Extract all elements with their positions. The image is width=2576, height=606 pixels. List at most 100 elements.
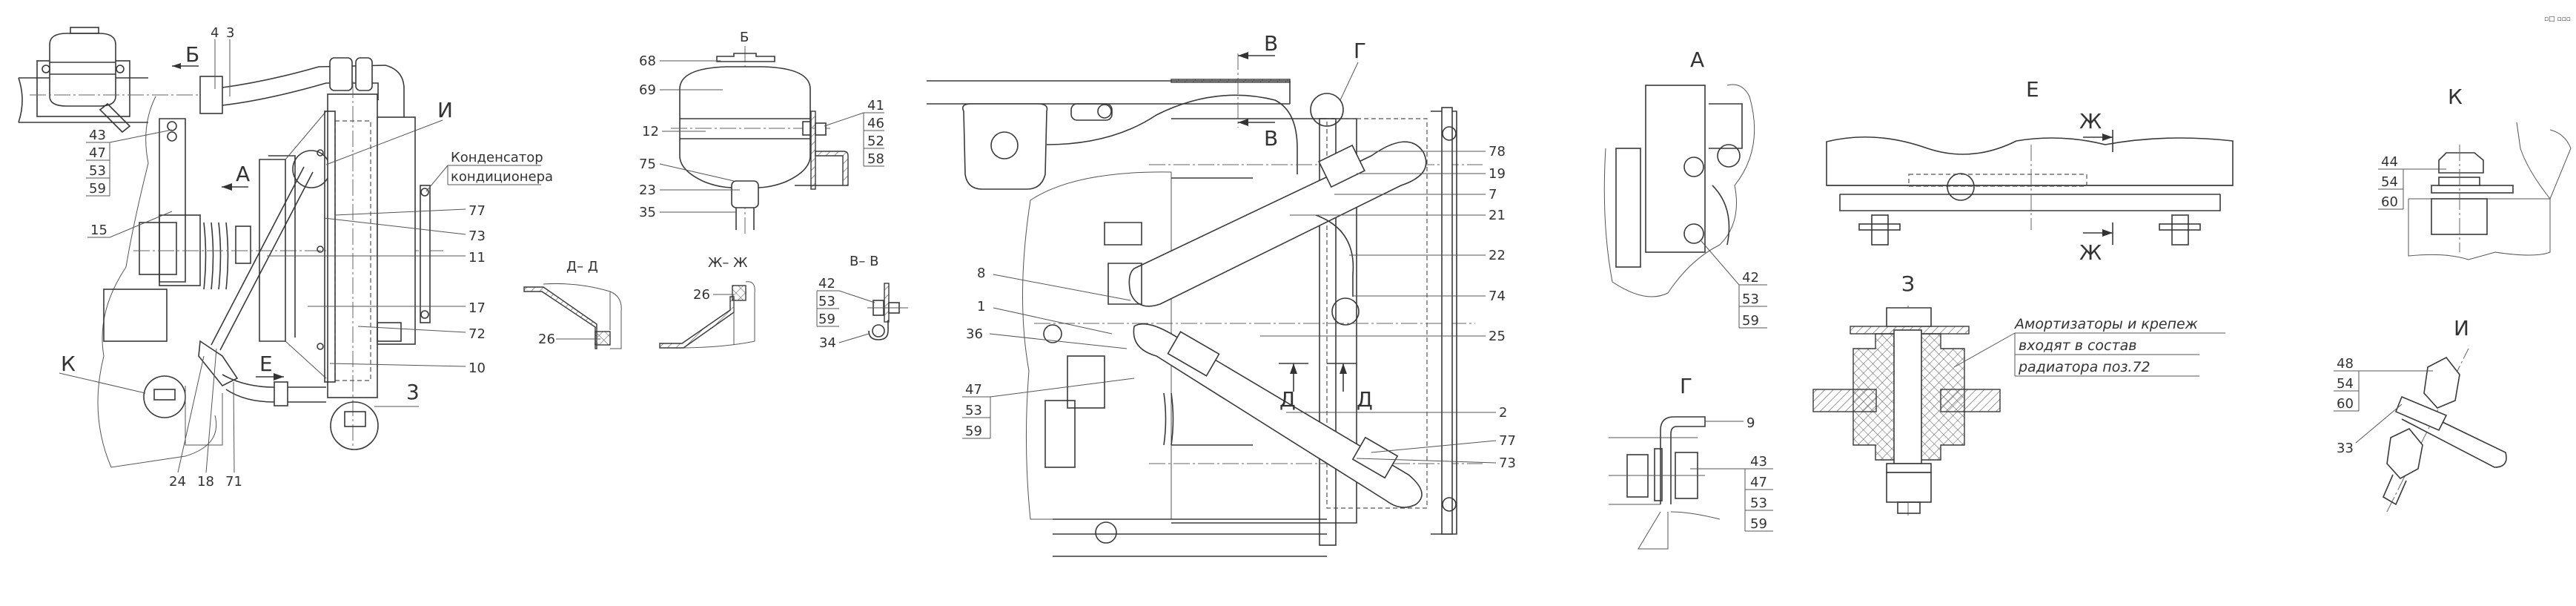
part-outline xyxy=(1858,223,1901,231)
part-outline xyxy=(49,33,116,107)
leader-line xyxy=(214,39,231,96)
callout-label: 43 xyxy=(1750,454,1767,470)
leader-line xyxy=(325,119,443,165)
part-outline xyxy=(317,149,324,157)
part-outline xyxy=(99,102,131,134)
part-outline xyxy=(1442,126,1457,141)
part-outline xyxy=(330,401,379,450)
leader-line xyxy=(1953,332,2225,377)
part-outline xyxy=(735,208,755,230)
leader-line xyxy=(1260,151,1497,464)
part-outline xyxy=(731,180,759,208)
part-outline xyxy=(1331,297,1360,326)
part-outline xyxy=(2401,404,2507,468)
view-a: А 42 53 59 xyxy=(1603,47,1767,329)
callout-label: кондиционера xyxy=(451,169,553,185)
leader-line xyxy=(838,333,870,343)
callout-label: 26 xyxy=(538,332,555,347)
callout-stack-43-59: 43 47 53 59 xyxy=(86,128,173,197)
part-outline xyxy=(1095,521,1117,544)
callout-label: 72 xyxy=(468,326,486,342)
part-outline xyxy=(659,296,735,349)
callout-label: 9 xyxy=(1746,415,1755,431)
label-69: 69 xyxy=(639,82,656,98)
callout-label: 59 xyxy=(1742,313,1759,329)
part-outline xyxy=(1318,144,1365,188)
callout-label: 78 xyxy=(1489,144,1506,159)
view-k: К 44 54 60 xyxy=(2378,85,2572,260)
main-bottom-labels: 24 18 71 xyxy=(169,348,242,490)
part-outline xyxy=(222,183,232,191)
part-outline xyxy=(198,340,239,387)
view-arrow-a: А xyxy=(236,162,250,186)
part-outline xyxy=(329,57,353,91)
part-outline xyxy=(1238,52,1248,126)
part-outline xyxy=(2423,356,2460,409)
part-outline xyxy=(1053,518,1327,557)
callout-stack-47-59-top: 47 53 59 xyxy=(962,378,1135,439)
callout-label: 42 xyxy=(818,276,835,292)
part-outline xyxy=(1128,141,1427,307)
part-outline xyxy=(355,57,373,91)
part-outline xyxy=(1046,94,1298,174)
leader-line xyxy=(185,386,223,446)
callout-label: 18 xyxy=(197,474,214,490)
part-outline xyxy=(167,121,177,131)
callout-label: 48 xyxy=(2337,356,2354,372)
part-outline xyxy=(42,65,50,73)
part-outline xyxy=(2386,428,2423,480)
main-right-labels: 77 73 11 17 72 10 xyxy=(267,203,486,376)
callout-label: 73 xyxy=(1499,455,1516,471)
callout-label: 11 xyxy=(468,250,486,266)
leader-line xyxy=(543,283,622,349)
leader-line xyxy=(1690,468,1773,532)
part-outline xyxy=(103,289,168,342)
part-outline xyxy=(868,320,889,340)
part-outline xyxy=(1163,392,1174,446)
part-outline xyxy=(2394,395,2448,432)
leader-line xyxy=(267,208,466,367)
callout-label: 47 xyxy=(89,145,106,161)
callout-label: 42 xyxy=(1742,270,1759,286)
callout-label: 47 xyxy=(965,382,982,398)
leader-line xyxy=(1701,240,1767,329)
part-outline xyxy=(172,63,181,69)
leader-line xyxy=(1340,62,1359,101)
callout-label: 47 xyxy=(1750,475,1767,490)
callout-label: 73 xyxy=(468,228,486,244)
callout-label: 19 xyxy=(1489,166,1506,182)
callout-label: 17 xyxy=(468,300,486,316)
part-outline xyxy=(1947,173,1975,201)
label-68: 68 xyxy=(639,53,656,69)
part-outline xyxy=(211,166,314,351)
part-outline xyxy=(420,310,429,319)
part-outline xyxy=(1097,104,1112,119)
part-outline xyxy=(1683,157,1704,177)
part-outline xyxy=(1826,136,2234,186)
part-outline xyxy=(884,283,890,323)
part-outline xyxy=(927,80,1291,105)
callout-label: 33 xyxy=(2337,441,2354,456)
part-outline xyxy=(595,331,611,346)
view-arrow-b: Б xyxy=(185,42,199,67)
part-outline xyxy=(1886,472,1932,503)
part-outline xyxy=(1615,148,1641,268)
part-outline xyxy=(716,53,775,62)
part-outline xyxy=(1104,222,1142,305)
view-e: Е Ж Ж xyxy=(1826,77,2234,265)
part-outline xyxy=(679,66,811,188)
marker-v-bottom: В xyxy=(1264,126,1278,151)
view-z: З Амортизаторы и крепеж входят в состав … xyxy=(1812,271,2225,516)
part-outline xyxy=(1654,448,1663,501)
leader-line xyxy=(59,372,146,394)
callout-label: 44 xyxy=(2381,154,2398,170)
part-outline xyxy=(153,389,176,401)
marker-g: Г xyxy=(1354,39,1366,63)
leader-line xyxy=(683,281,755,349)
part-outline xyxy=(167,131,177,142)
part-outline xyxy=(159,118,186,283)
callout-stack-41-58: 41 46 52 58 xyxy=(824,98,884,167)
callout-label: 1 xyxy=(977,299,985,314)
label-23: 23 xyxy=(639,182,656,198)
part-outline xyxy=(1070,103,1113,121)
